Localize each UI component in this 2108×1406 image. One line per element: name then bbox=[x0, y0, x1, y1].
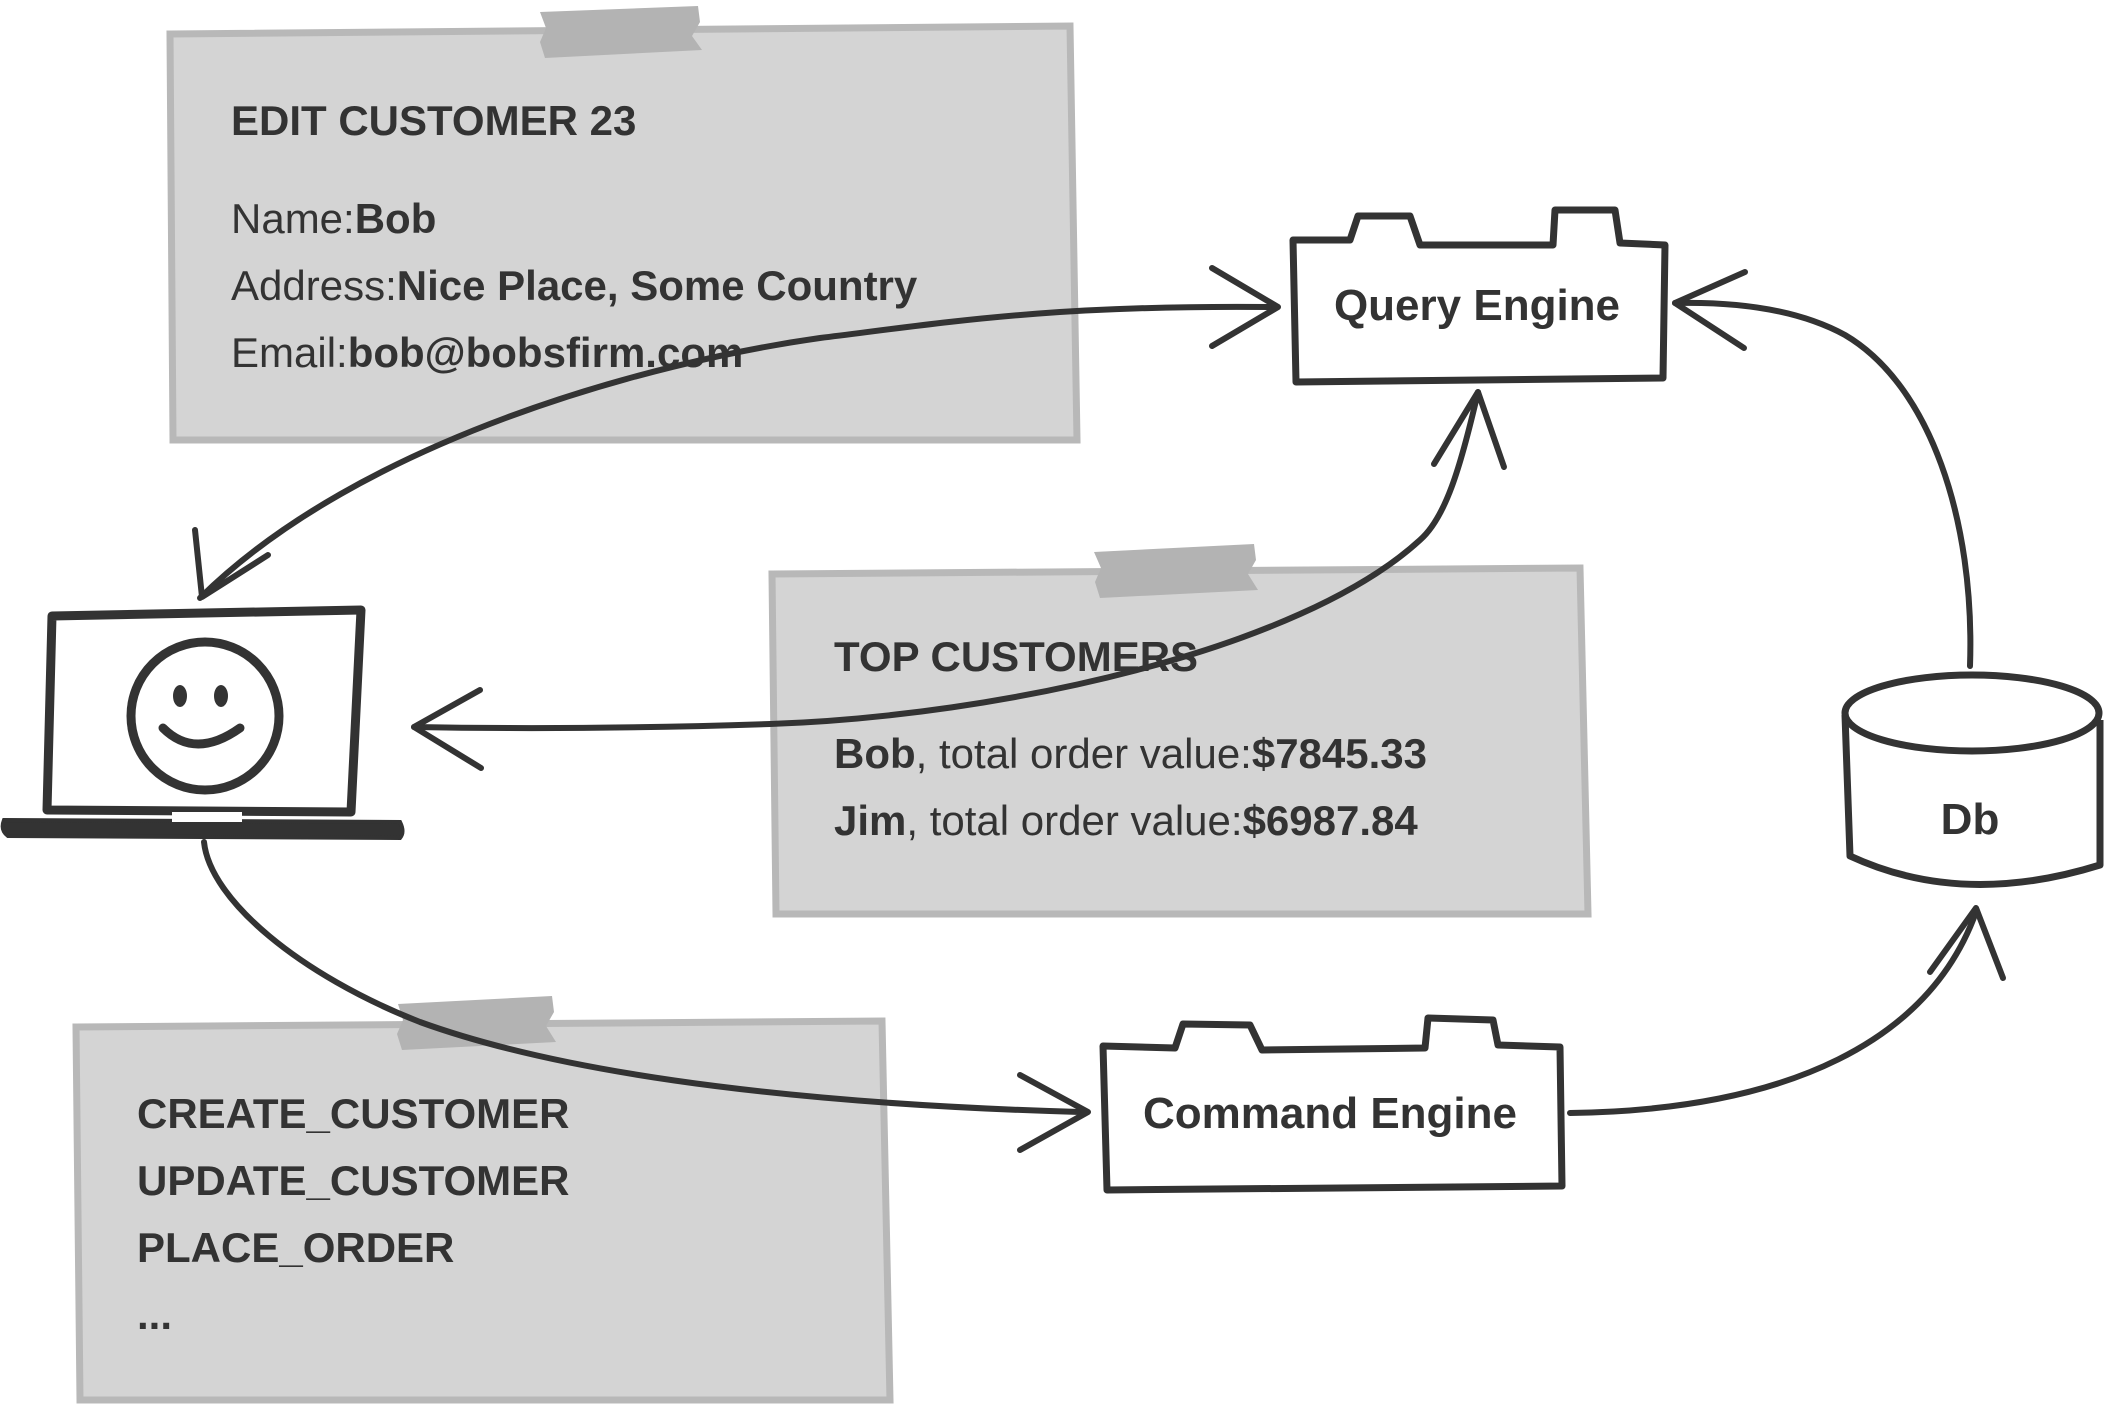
arrowhead-icon bbox=[1017, 1072, 1091, 1153]
command-item: PLACE_ORDER bbox=[137, 1224, 454, 1271]
arrowhead-icon bbox=[192, 527, 271, 600]
edit-address-field: Address:Nice Place, Some Country bbox=[231, 262, 918, 309]
flow-command-engine-to-db bbox=[1567, 909, 1979, 1116]
row-text: , total order value: bbox=[906, 797, 1242, 844]
top-customers-title: TOP CUSTOMERS bbox=[834, 633, 1198, 680]
field-label: Email: bbox=[231, 329, 348, 376]
database: Db bbox=[1841, 671, 2104, 888]
commands-note: CREATE_CUSTOMER UPDATE_CUSTOMER PLACE_OR… bbox=[72, 996, 894, 1404]
field-value: Bob bbox=[355, 195, 437, 242]
arrowhead-icon bbox=[1927, 905, 2006, 981]
smiley-mouth bbox=[158, 723, 245, 749]
tape-icon bbox=[397, 996, 556, 1050]
tape-icon bbox=[1094, 544, 1258, 598]
command-engine: Command Engine bbox=[1099, 1014, 1566, 1194]
tape-icon bbox=[540, 6, 702, 58]
query-engine-label: Query Engine bbox=[1334, 281, 1620, 330]
laptop-icon bbox=[42, 605, 366, 817]
laptop-base bbox=[0, 817, 405, 841]
laptop-hinge bbox=[172, 812, 242, 822]
command-engine-label: Command Engine bbox=[1143, 1089, 1517, 1138]
customer-name: Jim bbox=[834, 797, 906, 844]
flow-db-to-query-engine bbox=[1672, 299, 1974, 669]
arrowhead-icon bbox=[1672, 269, 1748, 351]
flow-client-to-command-engine bbox=[201, 839, 1083, 1115]
query-engine-box bbox=[1289, 206, 1669, 386]
flow-query-engine-to-client-lower bbox=[411, 389, 1481, 731]
top-customers-note-box bbox=[768, 564, 1592, 918]
top-customer-row: Bob, total order value:$7845.33 bbox=[834, 730, 1427, 777]
command-item: ... bbox=[137, 1291, 172, 1338]
row-text: , total order value: bbox=[916, 730, 1252, 777]
database-icon bbox=[1841, 714, 2104, 888]
database-label: Db bbox=[1941, 795, 2000, 844]
smiley-eye bbox=[173, 685, 187, 707]
field-label: Address: bbox=[231, 262, 397, 309]
edit-customer-note: EDIT CUSTOMER 23 Name:Bob Address:Nice P… bbox=[166, 6, 1081, 444]
commands-note-box bbox=[72, 1017, 894, 1404]
top-customer-row: Jim, total order value:$6987.84 bbox=[834, 797, 1418, 844]
arrowhead-icon bbox=[411, 687, 484, 771]
order-value: $6987.84 bbox=[1243, 797, 1419, 844]
command-item: UPDATE_CUSTOMER bbox=[137, 1157, 570, 1204]
field-value: bob@bobsfirm.com bbox=[348, 329, 744, 376]
smiley-eye bbox=[214, 685, 228, 707]
arrowhead-icon bbox=[1209, 265, 1281, 349]
edit-name-field: Name:Bob bbox=[231, 195, 436, 242]
smiley-icon bbox=[126, 637, 284, 795]
customer-name: Bob bbox=[834, 730, 916, 777]
arrowhead-icon bbox=[1431, 389, 1507, 470]
client-laptop bbox=[0, 605, 405, 841]
command-item: CREATE_CUSTOMER bbox=[137, 1090, 570, 1137]
query-engine: Query Engine bbox=[1289, 206, 1669, 386]
command-engine-box bbox=[1099, 1014, 1566, 1194]
field-label: Name: bbox=[231, 195, 355, 242]
database-top bbox=[1841, 671, 2103, 755]
field-value: Nice Place, Some Country bbox=[397, 262, 918, 309]
flow-query-engine-to-client bbox=[197, 303, 1273, 601]
edit-customer-title: EDIT CUSTOMER 23 bbox=[231, 97, 636, 144]
order-value: $7845.33 bbox=[1252, 730, 1427, 777]
top-customers-note: TOP CUSTOMERS Bob, total order value:$78… bbox=[768, 544, 1592, 918]
